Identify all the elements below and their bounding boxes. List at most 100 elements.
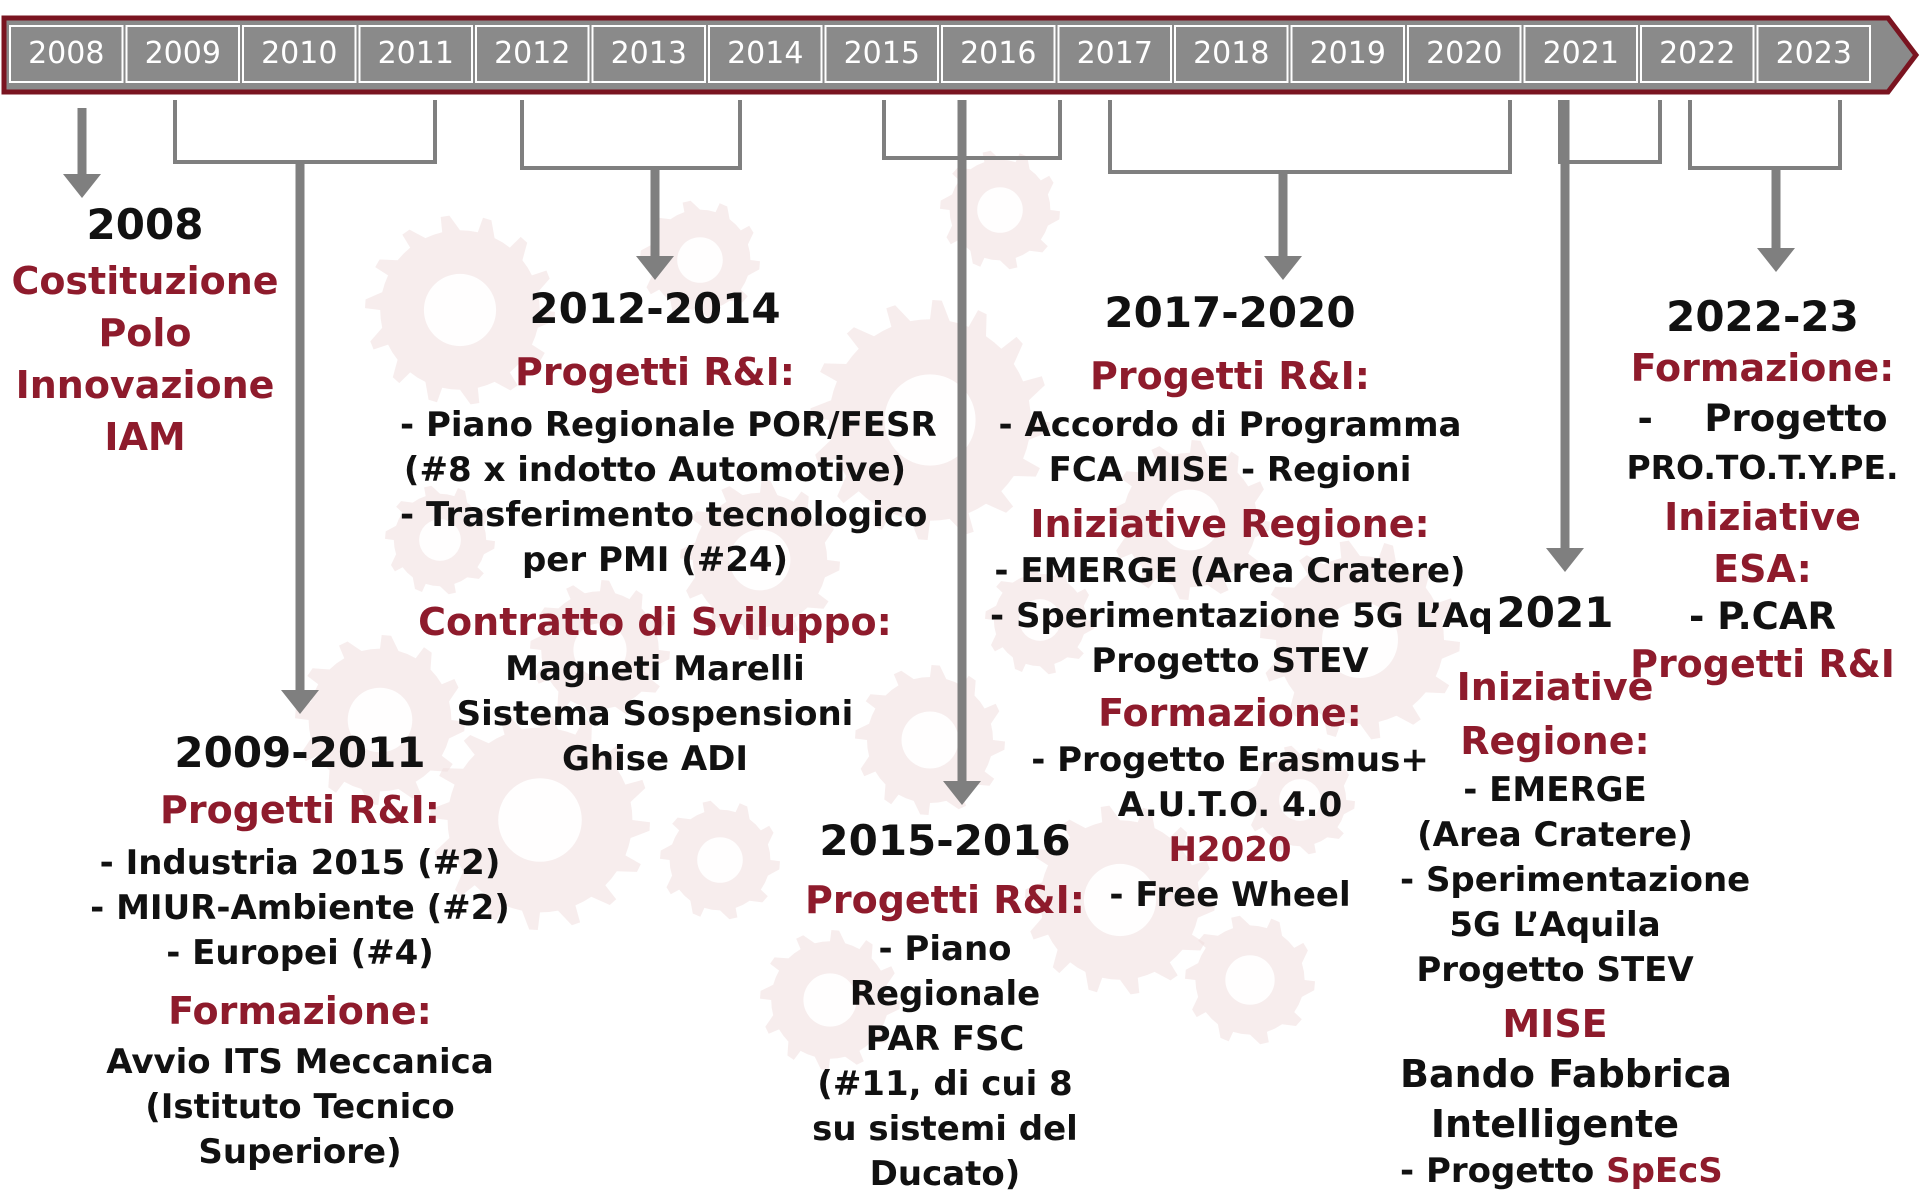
- section-heading: Iniziative Regione:: [1030, 502, 1430, 546]
- block-2012-2014: 2012-2014 Progetti R&I: - Piano Regional…: [400, 284, 937, 782]
- timeline-year-label: 2008: [28, 36, 105, 71]
- timeline-year-label: 2017: [1076, 36, 1153, 71]
- bracket-2021: [1558, 100, 1662, 164]
- list-item: - P.CAR: [1689, 595, 1836, 638]
- section-heading: H2020: [1168, 830, 1292, 870]
- list-item: Superiore): [198, 1132, 402, 1172]
- item-highlight: SpEcS: [1606, 1151, 1723, 1191]
- gear-icon: [940, 150, 1060, 270]
- gear-icon: [1260, 540, 1460, 740]
- timeline-year-label: 2021: [1542, 36, 1619, 71]
- timeline-year-label: 2010: [261, 36, 338, 71]
- list-item: Regionale: [849, 974, 1041, 1014]
- arrow-head-icon: [1264, 256, 1302, 280]
- list-item: (#8 x indotto Automotive): [403, 450, 907, 490]
- gear-icon: [1110, 440, 1270, 600]
- block-2021-year: 2021: [1470, 588, 1640, 637]
- block-2009-2011: 2009-2011 Progetti R&I: - Industria 2015…: [80, 728, 520, 1175]
- timeline-year-cell: [242, 25, 357, 83]
- block-year: 2008: [86, 200, 204, 249]
- timeline-year-label: 2013: [610, 36, 687, 71]
- block-2017-2020: 2017-2020 Progetti R&I: - Accordo di Pro…: [990, 288, 1493, 918]
- timeline-year-label: 2011: [377, 36, 454, 71]
- bracket-2015-2016: [882, 100, 1062, 160]
- bracket-2017-2020: [1108, 100, 1512, 174]
- section-heading: Progetti R&I:: [160, 788, 440, 832]
- section-heading: Iniziative: [1456, 665, 1654, 709]
- list-item: - Piano Regionale POR/FESR: [400, 405, 937, 445]
- list-item: - Accordo di Programma: [998, 405, 1462, 445]
- list-item: - Piano: [878, 929, 1012, 969]
- timeline-connectors: [63, 100, 1842, 805]
- timeline-year-label: 2018: [1193, 36, 1270, 71]
- gear-icon: [680, 480, 840, 640]
- block-year: 2015-2016: [819, 816, 1071, 865]
- timeline-year-cells: [9, 25, 1871, 83]
- block-2022-23: 2022-23 Formazione: - Progetto PRO.TO.T.…: [1605, 292, 1920, 689]
- list-item: PRO.TO.T.Y.PE.: [1626, 448, 1899, 487]
- gear-icon: [530, 580, 670, 720]
- timeline-year-label: 2019: [1309, 36, 1386, 71]
- section-heading: Contratto di Sviluppo:: [418, 600, 892, 644]
- gear-icon: [760, 930, 900, 1070]
- list-item: - Progetto: [1637, 397, 1888, 440]
- timeline-year-cell: [1523, 25, 1638, 83]
- list-item: (#11, di cui 8: [817, 1064, 1073, 1104]
- list-item: - MIUR-Ambiente (#2): [90, 888, 510, 928]
- section-heading: Iniziative: [1664, 495, 1861, 539]
- list-item: - Europei (#4): [166, 933, 434, 973]
- gear-icon: [1245, 745, 1355, 855]
- block-year: 2021: [1496, 588, 1614, 637]
- gear-icon: [295, 635, 465, 805]
- gear-icon: [640, 200, 760, 320]
- arrow-head-icon: [63, 174, 101, 198]
- list-item: su sistemi del: [812, 1109, 1078, 1149]
- list-item: (Istituto Tecnico: [145, 1087, 455, 1127]
- block-year: 2022-23: [1666, 292, 1859, 341]
- timeline-year-cell: [824, 25, 939, 83]
- arrow-head-icon: [1757, 248, 1795, 272]
- timeline-year-cell: [358, 25, 473, 83]
- list-item: Magneti Marelli: [505, 649, 805, 689]
- timeline-year-cell: [1290, 25, 1405, 83]
- gear-icon: [985, 565, 1095, 675]
- timeline-year-cell: [941, 25, 1056, 83]
- timeline-year-label: 2020: [1426, 36, 1503, 71]
- timeline-year-cell: [9, 25, 124, 83]
- block-year: 2017-2020: [1104, 288, 1356, 337]
- title-line: IAM: [104, 415, 186, 459]
- section-heading: Formazione:: [1630, 346, 1895, 390]
- bracket-2022-23: [1688, 100, 1842, 170]
- gear-icon: [430, 710, 650, 930]
- block-year: 2012-2014: [529, 284, 781, 333]
- gear-icon: [855, 665, 1005, 815]
- list-item: Ghise ADI: [561, 739, 749, 779]
- timeline-year-cell: [1057, 25, 1172, 83]
- list-item: Progetto STEV: [1416, 950, 1694, 990]
- section-heading: Progetti R&I:: [805, 878, 1085, 922]
- timeline-year-label: 2023: [1775, 36, 1852, 71]
- timeline-year-label: 2022: [1659, 36, 1736, 71]
- arrow-head-icon: [1546, 548, 1584, 572]
- list-item: FCA MISE - Regioni: [1048, 450, 1412, 490]
- block-2021: Iniziative Regione: - EMERGE (Area Crate…: [1400, 660, 1751, 1194]
- list-item: - Free Wheel: [1109, 875, 1351, 915]
- list-item: Sistema Sospensioni: [456, 694, 854, 734]
- timeline-year-cell: [591, 25, 706, 83]
- gear-icon: [385, 485, 495, 595]
- section-heading: Progetti R&I:: [1090, 354, 1370, 398]
- timeline-year-label: 2014: [727, 36, 804, 71]
- list-item: (Area Cratere): [1417, 815, 1693, 855]
- timeline-year-label: 2012: [494, 36, 571, 71]
- section-heading: Formazione:: [168, 989, 432, 1033]
- timeline-arrow-bar: [1, 15, 1920, 95]
- list-item: 5G L’Aquila: [1449, 905, 1661, 945]
- gear-background-icon: [295, 150, 1460, 1070]
- list-item: - Sperimentazione: [1400, 860, 1751, 900]
- timeline-year-cell: [125, 25, 240, 83]
- list-item: - Progetto Erasmus+: [1031, 740, 1429, 780]
- gear-icon: [660, 800, 780, 920]
- list-item: PAR FSC: [865, 1019, 1025, 1059]
- gear-icon: [365, 215, 555, 405]
